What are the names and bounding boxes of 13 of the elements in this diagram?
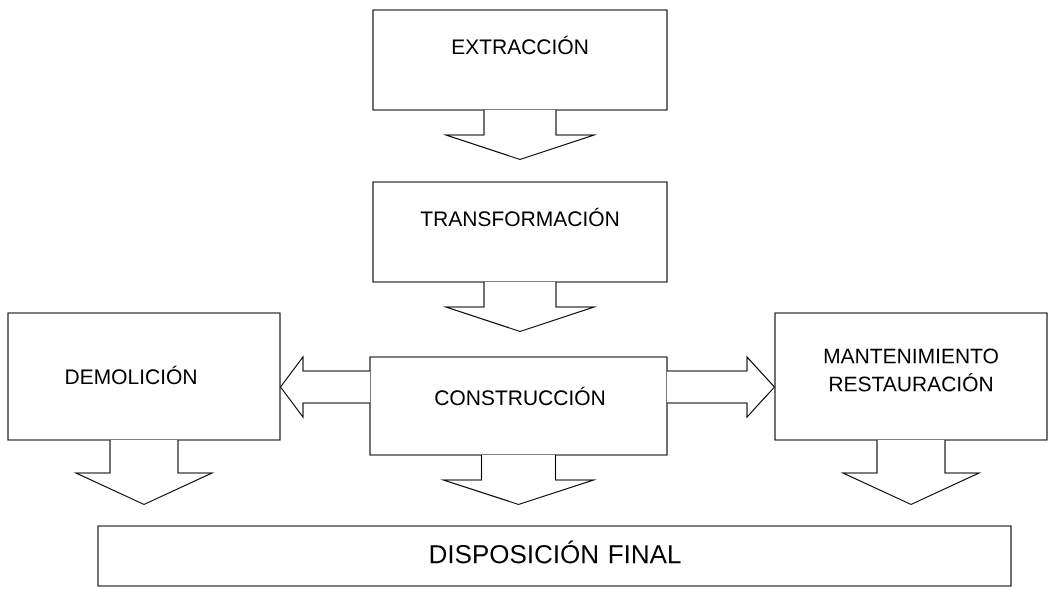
block-arrow — [840, 439, 982, 506]
process-box: DEMOLICIÓN — [7, 312, 281, 441]
block-arrow — [442, 109, 598, 161]
process-box: DISPOSICIÓN FINAL — [97, 525, 1012, 587]
block-arrow — [440, 454, 597, 506]
process-box: TRANSFORMACIÓN — [372, 181, 668, 283]
process-box: MANTENIMIENTO RESTAURACIÓN — [774, 312, 1048, 441]
block-arrow — [666, 355, 776, 419]
block-arrow — [279, 355, 371, 419]
process-box: EXTRACCIÓN — [372, 9, 668, 111]
block-arrow — [73, 439, 215, 506]
block-arrow — [442, 281, 598, 333]
process-box: CONSTRUCCIÓN — [369, 356, 668, 456]
